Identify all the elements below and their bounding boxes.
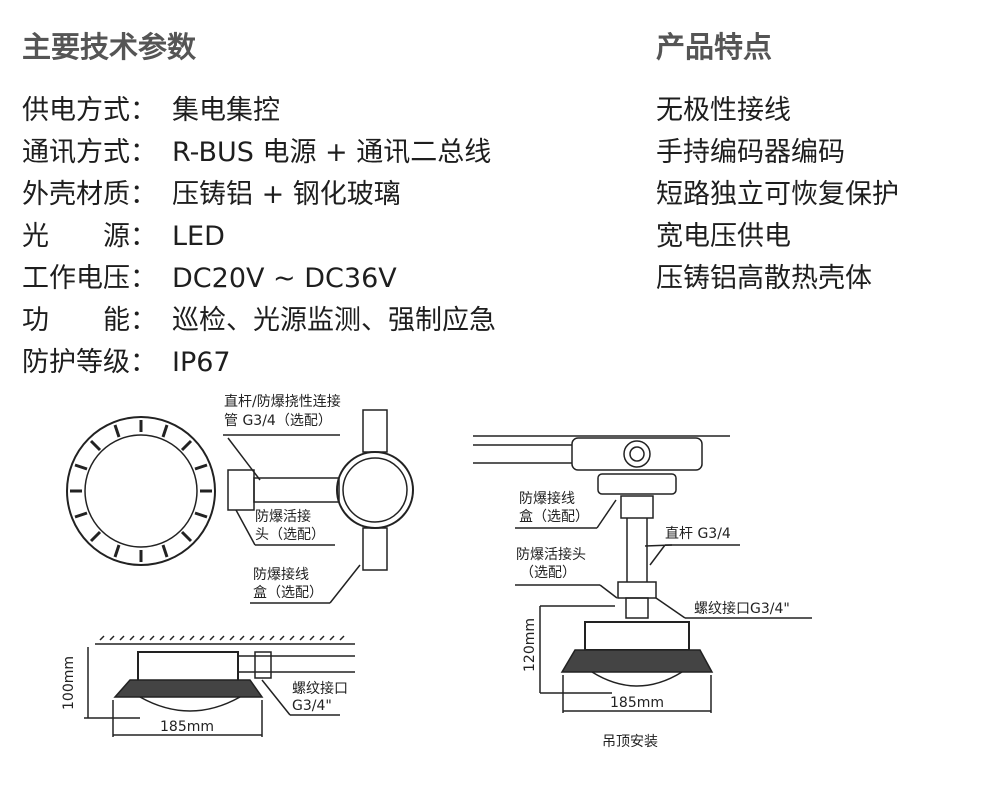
feature-item: 宽电压供电 [656, 221, 791, 252]
pendant-union-label: （选配） [520, 565, 576, 581]
lamp-top-view [66, 416, 216, 566]
spec-row: 功 能： 巡检、光源监测、强制应急 [22, 298, 496, 337]
pipe-label: 管 G3/4（选配） [224, 413, 332, 429]
height-120-label: 120mm [522, 618, 538, 672]
spec-value: 压铸铝 + 钢化玻璃 [172, 179, 401, 210]
pendant-box-label: 防爆接线 [519, 491, 575, 507]
spec-key: 光 源： [22, 221, 157, 252]
box-label: 防爆接线 [253, 567, 309, 583]
spec-key: 供电方式： [22, 95, 157, 126]
height-100-label: 100mm [61, 656, 77, 710]
spec-value: 巡检、光源监测、强制应急 [172, 305, 496, 336]
union-label: 防爆活接 [255, 509, 311, 525]
spec-value: LED [172, 221, 225, 252]
features-title: 产品特点 [656, 30, 773, 64]
lamp-surface-mount [84, 635, 355, 737]
pendant-rod-label: 直杆 G3/4 [665, 526, 731, 542]
feature-item: 无极性接线 [656, 95, 791, 126]
pendant-union-label: 防爆活接头 [516, 547, 586, 563]
spec-key: 工作电压： [22, 263, 157, 294]
width-185-label: 185mm [160, 719, 214, 735]
specs-title: 主要技术参数 [22, 30, 197, 64]
union-label: 头（选配） [255, 527, 325, 543]
spec-row: 光 源： LED [22, 214, 225, 253]
spec-row: 供电方式： 集电集控 [22, 88, 280, 127]
spec-row: 工作电压： DC20V ~ DC36V [22, 256, 397, 295]
junction-box-top [223, 409, 414, 604]
spec-row: 防护等级： IP67 [22, 340, 231, 379]
spec-key: 通讯方式： [22, 137, 157, 168]
pipe-label: 直杆/防爆挠性连接 [224, 394, 341, 410]
feature-item: 压铸铝高散热壳体 [656, 263, 872, 294]
spec-key: 防护等级： [22, 347, 157, 378]
box-label: 盒（选配） [253, 585, 323, 601]
spec-row: 通讯方式： R-BUS 电源 + 通讯二总线 [22, 130, 491, 169]
spec-key: 功 能： [22, 305, 157, 336]
pendant-caption: 吊顶安装 [602, 734, 658, 750]
spec-value: DC20V ~ DC36V [172, 263, 397, 294]
lamp-pendant-mount [473, 435, 812, 713]
spec-value: R-BUS 电源 + 通讯二总线 [172, 137, 492, 168]
thread-label: G3/4" [292, 698, 332, 714]
feature-item: 手持编码器编码 [656, 137, 845, 168]
spec-value: IP67 [172, 347, 231, 378]
spec-value: 集电集控 [172, 95, 280, 126]
spec-row: 外壳材质： 压铸铝 + 钢化玻璃 [22, 172, 401, 211]
feature-item: 短路独立可恢复保护 [656, 179, 899, 210]
thread-label: 螺纹接口 [292, 681, 348, 697]
pendant-thread-label: 螺纹接口G3/4" [694, 601, 790, 617]
pendant-width-label: 185mm [610, 695, 664, 711]
pendant-box-label: 盒（选配） [519, 509, 589, 525]
spec-key: 外壳材质： [22, 179, 157, 210]
